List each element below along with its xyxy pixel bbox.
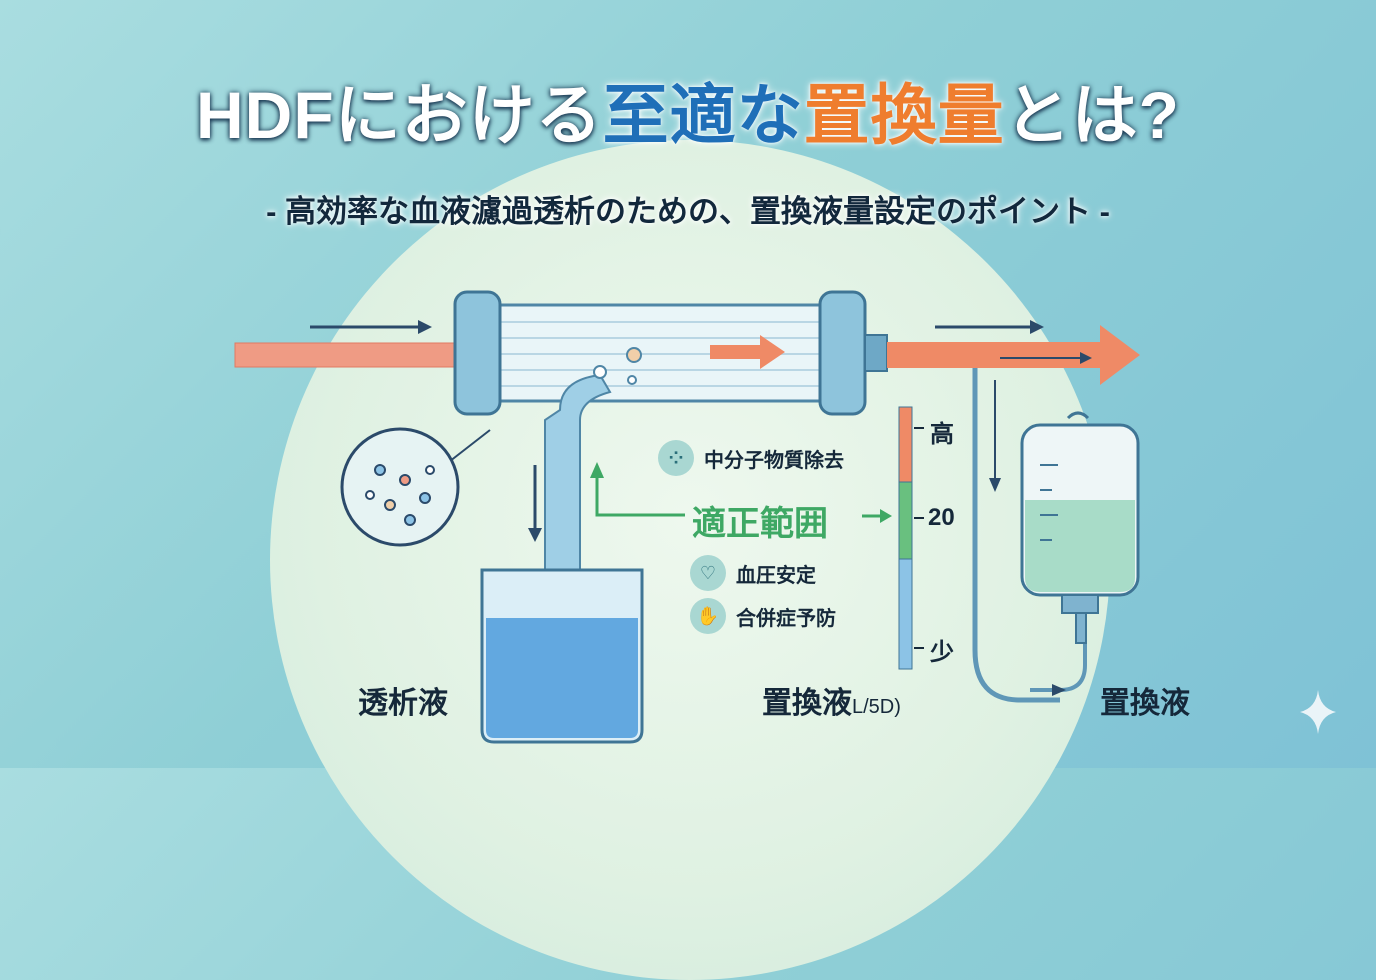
benefit-bp-stability: ♡血圧安定 <box>690 555 816 591</box>
blood-outflow-arrow <box>887 325 1140 385</box>
internal-flow-arrow <box>710 335 785 369</box>
scale-tick-20: 20 <box>928 504 955 531</box>
sparkle-icon <box>1300 690 1336 734</box>
magnified-membrane <box>340 427 460 547</box>
optimal-range-label: 適正範囲 <box>692 505 828 543</box>
benefit-complication-prevention: ✋合併症予防 <box>690 598 836 634</box>
scale-optimal <box>898 481 913 560</box>
hdf-diagram <box>234 290 1336 744</box>
scale-high <box>898 406 913 483</box>
dialysate-label: 透析液 <box>358 687 448 720</box>
scale-title: 置換液L/5D) <box>762 687 901 720</box>
heart-pulse-icon: ♡ <box>690 555 726 591</box>
molecules-icon: ⁘ <box>658 440 694 476</box>
substitution-bag-label: 置換液 <box>1100 687 1190 720</box>
scale-tick-low: 少 <box>930 639 954 666</box>
hands-icon: ✋ <box>690 598 726 634</box>
subtitle: - 高効率な血液濾過透析のための、置換液量設定のポイント - <box>266 194 1110 229</box>
page-title: HDFにおける至適な置換量とは? <box>196 78 1180 152</box>
scale-tick-high: 高 <box>930 421 954 448</box>
filtrate-flow <box>544 373 612 576</box>
scale-low <box>898 558 913 670</box>
benefit-middle-molecule-removal: ⁘中分子物質除去 <box>658 440 844 476</box>
blood-line-in <box>234 342 466 368</box>
